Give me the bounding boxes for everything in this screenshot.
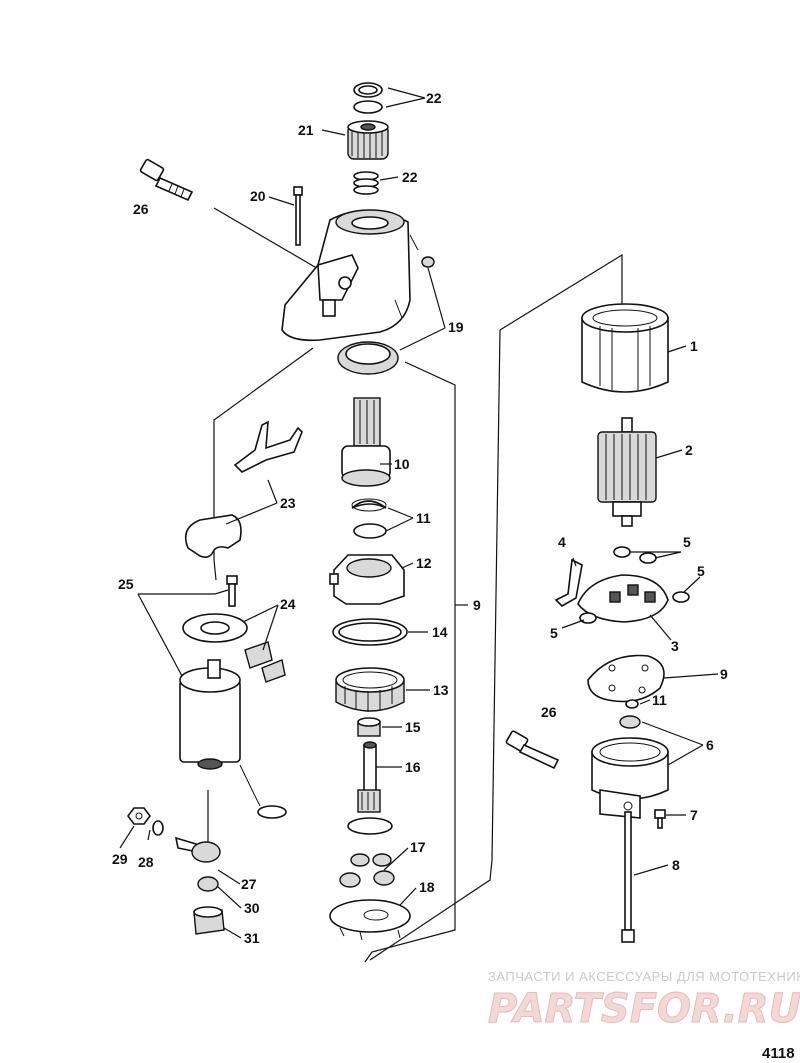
- callout-5c: 5: [550, 625, 558, 641]
- callout-11a: 11: [416, 510, 431, 526]
- callout-16: 16: [405, 759, 421, 775]
- armature-part-2: [597, 417, 657, 527]
- callout-21: 21: [298, 122, 314, 138]
- leader-line: [213, 207, 321, 271]
- callout-5b: 5: [697, 563, 705, 579]
- figure-number: 4118: [762, 1045, 795, 1062]
- gear-carrier-part-12: [329, 554, 405, 605]
- callout-19: 19: [448, 319, 464, 335]
- callout-11b: 11: [652, 692, 667, 708]
- snap-ring-part-11: [351, 498, 387, 539]
- watermark-logo: PARTSFOR.RU: [488, 986, 800, 1032]
- watermark-tagline: ЗАПЧАСТИ И АКСЕССУАРЫ ДЛЯ МОТОТЕХНИКИ: [488, 969, 800, 984]
- callout-6: 6: [706, 737, 714, 753]
- leader-lines: [119, 87, 719, 939]
- bushing-part-15: [357, 717, 381, 737]
- callout-24: 24: [280, 596, 296, 612]
- nut-part-29: [127, 807, 151, 825]
- callout-31: 31: [244, 930, 260, 946]
- bolt-part-26-right: [505, 730, 560, 770]
- callout-3: 3: [671, 638, 679, 654]
- frame-part-1: [581, 303, 669, 393]
- plate-part-9: [587, 654, 665, 703]
- callout-12: 12: [416, 555, 432, 571]
- callout-22b: 22: [402, 169, 418, 185]
- assembly-line-right: [369, 329, 501, 961]
- solenoid-body: [179, 659, 287, 819]
- callout-1: 1: [690, 338, 698, 354]
- terminal-part-27: [174, 836, 221, 863]
- plate-part-18: [329, 899, 411, 941]
- washer-part-28: [152, 820, 164, 836]
- bushing-part-30: [197, 876, 219, 892]
- assembly-line-left-end: [213, 559, 217, 581]
- callout-14: 14: [432, 624, 448, 640]
- bolt-part-20: [293, 186, 303, 246]
- callout-30: 30: [244, 900, 260, 916]
- callout-4: 4: [558, 534, 566, 550]
- washer-part-22: [353, 82, 383, 114]
- drive-end-housing: [281, 209, 435, 342]
- callout-15: 15: [405, 719, 421, 735]
- callout-9a: 9: [473, 597, 481, 613]
- brush-part-24: [244, 641, 286, 683]
- bearing-part-19: [337, 341, 399, 375]
- end-cover: [591, 737, 669, 819]
- ring-part-14: [332, 618, 408, 646]
- ring-gear-part-13: [335, 667, 405, 712]
- washer-part-6: [619, 715, 641, 729]
- callout-20: 20: [250, 188, 266, 204]
- washer-part-11: [625, 699, 639, 709]
- cap-part-31: [193, 906, 225, 935]
- callout-28: 28: [138, 854, 154, 870]
- planet-gear-part-17: [339, 853, 395, 888]
- assembly-line-right-top: [499, 253, 623, 331]
- brush-holder-part-3: [577, 574, 669, 623]
- terminal-part-4: [554, 558, 583, 607]
- callout-13: 13: [433, 682, 449, 698]
- assembly-line-center: [364, 361, 456, 963]
- callout-26a: 26: [133, 201, 149, 217]
- callout-2: 2: [685, 442, 693, 458]
- callout-27: 27: [241, 876, 257, 892]
- callout-labels: 22 21 22 26 20 19 1 2 10 11 12 9 14 13 1…: [112, 90, 728, 946]
- callout-18: 18: [419, 879, 435, 895]
- spring-part-22: [353, 171, 379, 195]
- shift-lever-part-23: [184, 420, 303, 558]
- pinion-gear-part-21: [347, 120, 389, 160]
- callout-26b: 26: [541, 704, 557, 720]
- shaft-part-16: [347, 741, 393, 835]
- callout-29: 29: [112, 851, 128, 867]
- callout-10: 10: [394, 456, 410, 472]
- solenoid-plate-part-25: [182, 575, 248, 643]
- through-bolt-part-8: [621, 811, 635, 943]
- callout-9b: 9: [720, 666, 728, 682]
- callout-8: 8: [672, 857, 680, 873]
- callout-22a: 22: [426, 90, 442, 106]
- callout-7: 7: [690, 807, 698, 823]
- screw-part-7: [654, 809, 666, 829]
- callout-17: 17: [410, 839, 426, 855]
- clutch-part-10: [341, 397, 391, 487]
- callout-25: 25: [118, 576, 134, 592]
- callout-23: 23: [280, 495, 296, 511]
- assembly-line-left: [213, 347, 314, 560]
- bolt-part-26: [139, 158, 194, 202]
- callout-5a: 5: [683, 534, 691, 550]
